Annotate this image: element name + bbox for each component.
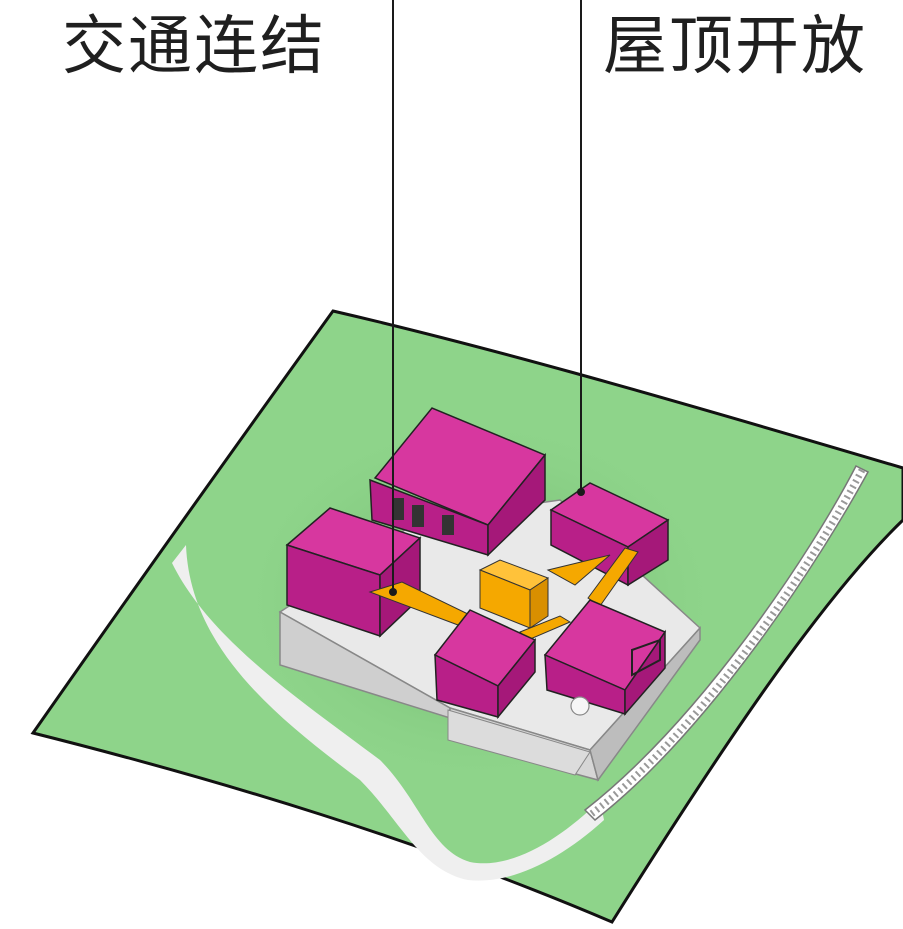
gable-building-window-1	[392, 498, 404, 520]
platform-lower-step	[447, 709, 591, 776]
gable-building-window-3	[442, 515, 454, 535]
front-right-building-opening	[631, 638, 661, 677]
side-stair-treads	[587, 468, 866, 818]
footpath	[172, 545, 604, 881]
circulation-ramp	[546, 554, 611, 586]
circulation-core-side	[529, 577, 549, 629]
leader-dot-circulation	[389, 588, 397, 596]
label-circulation-connection: 交通连结	[62, 10, 326, 84]
label-roof-open: 屋顶开放	[603, 10, 867, 84]
front-center-building-side	[497, 637, 536, 720]
tree	[570, 696, 590, 716]
gable-building-side	[487, 452, 546, 557]
gable-building-window-2	[412, 505, 424, 527]
front-right-building-side	[624, 629, 666, 717]
side-stair	[583, 464, 870, 822]
leader-dot-roof	[577, 488, 585, 496]
roof-open-building-side	[627, 518, 669, 587]
